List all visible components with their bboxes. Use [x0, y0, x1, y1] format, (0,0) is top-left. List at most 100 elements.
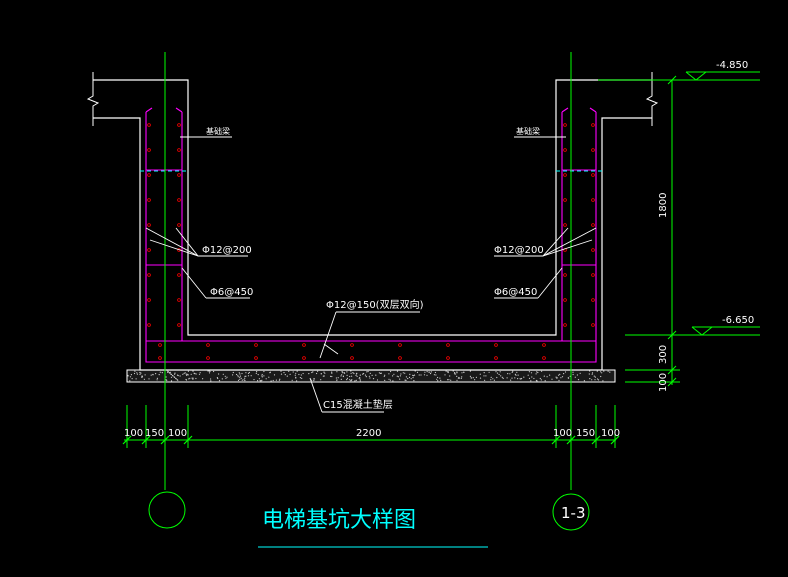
- gravel-dot: [527, 374, 529, 376]
- gravel-dot: [331, 371, 333, 373]
- gravel-dot: [240, 377, 242, 379]
- gravel-dot: [351, 375, 353, 377]
- gravel-dot: [222, 373, 224, 375]
- gravel-dot: [546, 376, 548, 378]
- gravel-dot: [445, 370, 447, 372]
- gravel-dot: [593, 375, 595, 377]
- gravel-dot: [232, 371, 234, 374]
- gravel-dot: [454, 372, 456, 374]
- rebar-dot: [206, 356, 210, 360]
- gravel-dot: [490, 376, 492, 378]
- gravel-dot: [292, 371, 294, 373]
- gravel-dot: [199, 372, 201, 374]
- gravel-dot: [237, 379, 240, 381]
- gravel-dot: [496, 372, 499, 374]
- gravel-dot: [609, 371, 611, 373]
- gravel-dot: [134, 370, 136, 372]
- gravel-dot: [596, 370, 598, 372]
- gravel-dot: [572, 371, 574, 373]
- gravel-dot: [284, 374, 286, 376]
- gravel-dot: [311, 371, 313, 374]
- gravel-dot: [302, 372, 304, 375]
- gravel-dot: [144, 374, 146, 376]
- gravel-dot: [195, 373, 197, 375]
- gravel-dot: [283, 372, 285, 374]
- gravel-dot: [133, 372, 136, 375]
- gravel-dot: [563, 373, 565, 375]
- gravel-dot: [341, 371, 343, 373]
- rebar-dot: [591, 173, 595, 177]
- gravel-dot: [461, 372, 463, 374]
- gravel-dot: [404, 372, 406, 374]
- gravel-dot: [514, 377, 516, 379]
- gravel-dot: [434, 371, 436, 374]
- gravel-dot: [130, 374, 132, 376]
- gravel-dot: [159, 371, 161, 373]
- rebar-dot: [147, 323, 151, 327]
- gravel-dot: [247, 375, 250, 377]
- gravel-dot: [136, 372, 138, 374]
- gravel-dot: [502, 377, 504, 379]
- gravel-dot: [556, 377, 558, 379]
- gravel-dot: [474, 379, 476, 381]
- gravel-dot: [235, 373, 238, 376]
- gravel-dot: [192, 378, 194, 380]
- gravel-dot: [342, 372, 344, 374]
- gravel-dot: [488, 371, 490, 373]
- gravel-dot: [435, 374, 437, 376]
- gravel-dot: [257, 380, 259, 382]
- gravel-dot: [517, 374, 519, 376]
- gravel-dot: [600, 371, 602, 373]
- gravel-dot: [448, 379, 450, 381]
- gravel-dot: [356, 375, 358, 377]
- gravel-dot: [400, 373, 402, 375]
- gravel-dot: [499, 371, 501, 373]
- gravel-dot: [393, 373, 395, 375]
- gravel-dot: [456, 375, 458, 377]
- gravel-dot: [500, 375, 502, 377]
- gravel-dot: [298, 373, 300, 376]
- gravel-dot: [239, 378, 241, 380]
- gravel-dot: [139, 373, 141, 375]
- gravel-dot: [492, 378, 494, 380]
- gravel-dot: [576, 374, 579, 376]
- gravel-dot: [364, 374, 367, 376]
- gravel-dot: [337, 377, 339, 379]
- gravel-dot: [530, 380, 532, 382]
- rebar-dot: [177, 198, 181, 202]
- gravel-dot: [174, 376, 176, 378]
- gravel-dot: [461, 376, 463, 378]
- gravel-dot: [288, 370, 290, 372]
- gravel-dot: [359, 380, 361, 382]
- gravel-dot: [530, 372, 533, 374]
- gravel-dot: [363, 372, 365, 375]
- gravel-dot: [366, 371, 368, 373]
- rebar-dot: [302, 356, 306, 360]
- break-lines: [86, 72, 659, 126]
- gravel-dot: [359, 378, 361, 380]
- gravel-dot: [170, 380, 173, 382]
- gravel-dot: [256, 371, 258, 373]
- gravel-dot: [372, 378, 375, 380]
- gravel-dot: [541, 370, 543, 372]
- dimension-lines: [122, 52, 760, 548]
- gravel-dot: [498, 373, 500, 376]
- gravel-dot: [399, 375, 401, 377]
- dim-vertical-300: 300: [658, 345, 669, 364]
- rebar-dot: [591, 248, 595, 252]
- rebar-dot: [158, 343, 162, 347]
- gravel-dot: [449, 375, 451, 377]
- gravel-dot: [367, 370, 369, 373]
- gravel-dot: [479, 373, 481, 375]
- gravel-dot: [456, 371, 458, 373]
- gravel-dot: [383, 375, 385, 377]
- rebar-dot: [177, 123, 181, 127]
- gravel-dot: [384, 374, 386, 376]
- gravel-dot: [402, 372, 404, 374]
- gravel-dot: [392, 380, 394, 382]
- gravel-dot: [540, 379, 542, 381]
- gravel-dot: [270, 380, 272, 382]
- gravel-dot: [376, 379, 379, 381]
- rebar-dot: [177, 173, 181, 177]
- gravel-dot: [324, 372, 326, 374]
